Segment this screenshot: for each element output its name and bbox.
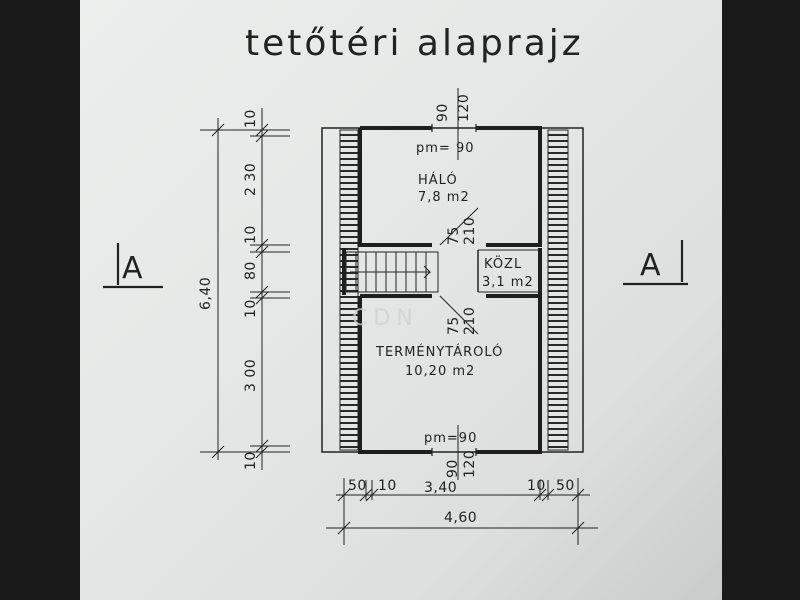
top-window-dim-2: 120 [456, 94, 472, 122]
bottom-window-dim-2: 120 [462, 450, 478, 478]
hdim-seg-2: 10 [378, 478, 397, 494]
wall-storage-room [358, 294, 542, 454]
vdim-seg-5: 10 [243, 299, 259, 318]
vdim-seg-7: 10 [243, 451, 259, 470]
hdim-total: 4,60 [444, 510, 477, 526]
storage-height: pm=90 [424, 431, 477, 446]
halo-name: HÁLÓ [418, 172, 458, 188]
outer-outline [321, 127, 584, 453]
vdim-seg-4: 80 [243, 261, 259, 280]
section-label-right: A [640, 248, 661, 283]
vdim-seg-3: 10 [243, 225, 259, 244]
halo-area: 7,8 m2 [418, 190, 470, 205]
paper-sheet [80, 0, 722, 600]
roof-hatch-left [339, 129, 359, 451]
top-window-dim-1: 90 [435, 103, 451, 122]
hdim-seg-1: 50 [348, 478, 367, 494]
door-upper-dim-1: 75 [446, 226, 462, 245]
section-label-left: A [122, 251, 143, 286]
section-marker-right [623, 240, 688, 286]
kozl-area: 3,1 m2 [482, 275, 534, 290]
wall-corridor [342, 248, 542, 295]
kozl-name: KÖZL [484, 255, 522, 272]
vdim-seg-6: 3 00 [243, 359, 259, 392]
vdim-seg-1: 10 [243, 109, 259, 128]
storage-name: TERMÉNYTÁROLÓ [375, 344, 503, 360]
section-marker-left [103, 243, 163, 289]
wall-halo-room [358, 126, 542, 247]
vdim-seg-2: 2 30 [243, 163, 259, 196]
door-lower-dim-2: 210 [462, 307, 478, 335]
door-lower-dim-1: 75 [446, 316, 462, 335]
vdim-total: 6,40 [198, 277, 214, 310]
plan-title: tetőtéri alaprajz [245, 23, 584, 64]
hdim-seg-4: 10 [527, 478, 546, 494]
watermark: CDN [352, 306, 419, 331]
stair [345, 251, 439, 293]
halo-height: pm= 90 [416, 141, 474, 156]
hdim-seg-3: 3,40 [424, 480, 457, 496]
hdim-seg-5: 50 [556, 478, 575, 494]
door-upper-dim-2: 210 [462, 217, 478, 245]
storage-area: 10,20 m2 [405, 364, 475, 379]
bottom-window-dim-1: 90 [445, 459, 461, 478]
roof-hatch-right [547, 129, 569, 451]
